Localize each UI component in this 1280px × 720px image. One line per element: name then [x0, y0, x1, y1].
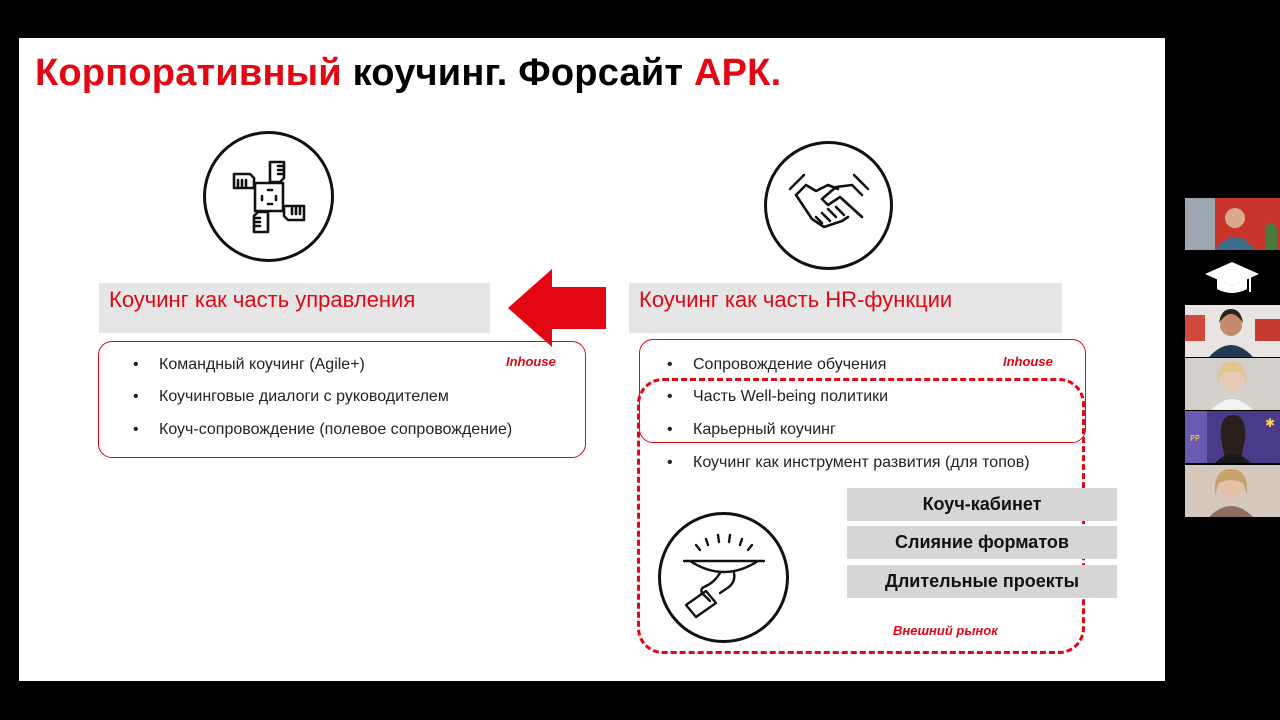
participant-1[interactable]	[1185, 198, 1280, 250]
slide-title: Корпоративный коучинг. Форсайт АРК.	[35, 52, 781, 95]
left-header: Коучинг как часть управления	[99, 283, 490, 333]
left-list-box	[98, 341, 586, 458]
participant-5[interactable]: PP ✱	[1185, 411, 1280, 463]
title-middle: коучинг. Форсайт	[341, 52, 694, 94]
title-accent-2: АРК.	[693, 52, 782, 94]
participant-3[interactable]	[1185, 305, 1280, 357]
right-list-item: Часть Well-being политики	[667, 388, 888, 406]
participant-2-avatar[interactable]	[1185, 252, 1280, 304]
left-list-item: Коуч-сопровождение (полевое сопровождени…	[133, 421, 512, 439]
participant-4[interactable]	[1185, 358, 1280, 410]
left-list-item: Коучинговые диалоги с руководителем	[133, 388, 449, 406]
left-inhouse-tag: Inhouse	[506, 354, 556, 369]
left-list-item: Командный коучинг (Agile+)	[133, 356, 365, 374]
left-header-label: Коучинг как часть управления	[109, 287, 416, 312]
title-accent-1: Корпоративный	[35, 52, 342, 94]
right-header-label: Коучинг как часть HR-функции	[639, 287, 953, 312]
participant-6[interactable]	[1185, 465, 1280, 517]
handshake-icon	[764, 141, 893, 270]
format-coach-cabinet: Коуч-кабинет	[847, 488, 1117, 521]
right-inhouse-tag: Inhouse	[1003, 354, 1053, 369]
svg-text:✱: ✱	[1265, 416, 1275, 430]
format-long-projects: Длительные проекты	[847, 565, 1117, 598]
svg-text:PP: PP	[1190, 434, 1200, 443]
right-list-item: Карьерный коучинг	[667, 421, 836, 439]
right-list-item: Сопровождение обучения	[667, 356, 886, 374]
serving-tray-icon	[658, 512, 789, 643]
presentation-slide: Корпоративный коучинг. Форсайт АРК.	[19, 38, 1165, 681]
right-list-item: Коучинг как инструмент развития (для топ…	[667, 454, 1030, 472]
external-market-tag: Внешний рынок	[893, 623, 998, 638]
right-header: Коучинг как часть HR-функции	[629, 283, 1062, 333]
hands-teamwork-icon	[203, 131, 334, 262]
format-merge: Слияние форматов	[847, 526, 1117, 559]
arrow-left-icon	[508, 269, 606, 347]
